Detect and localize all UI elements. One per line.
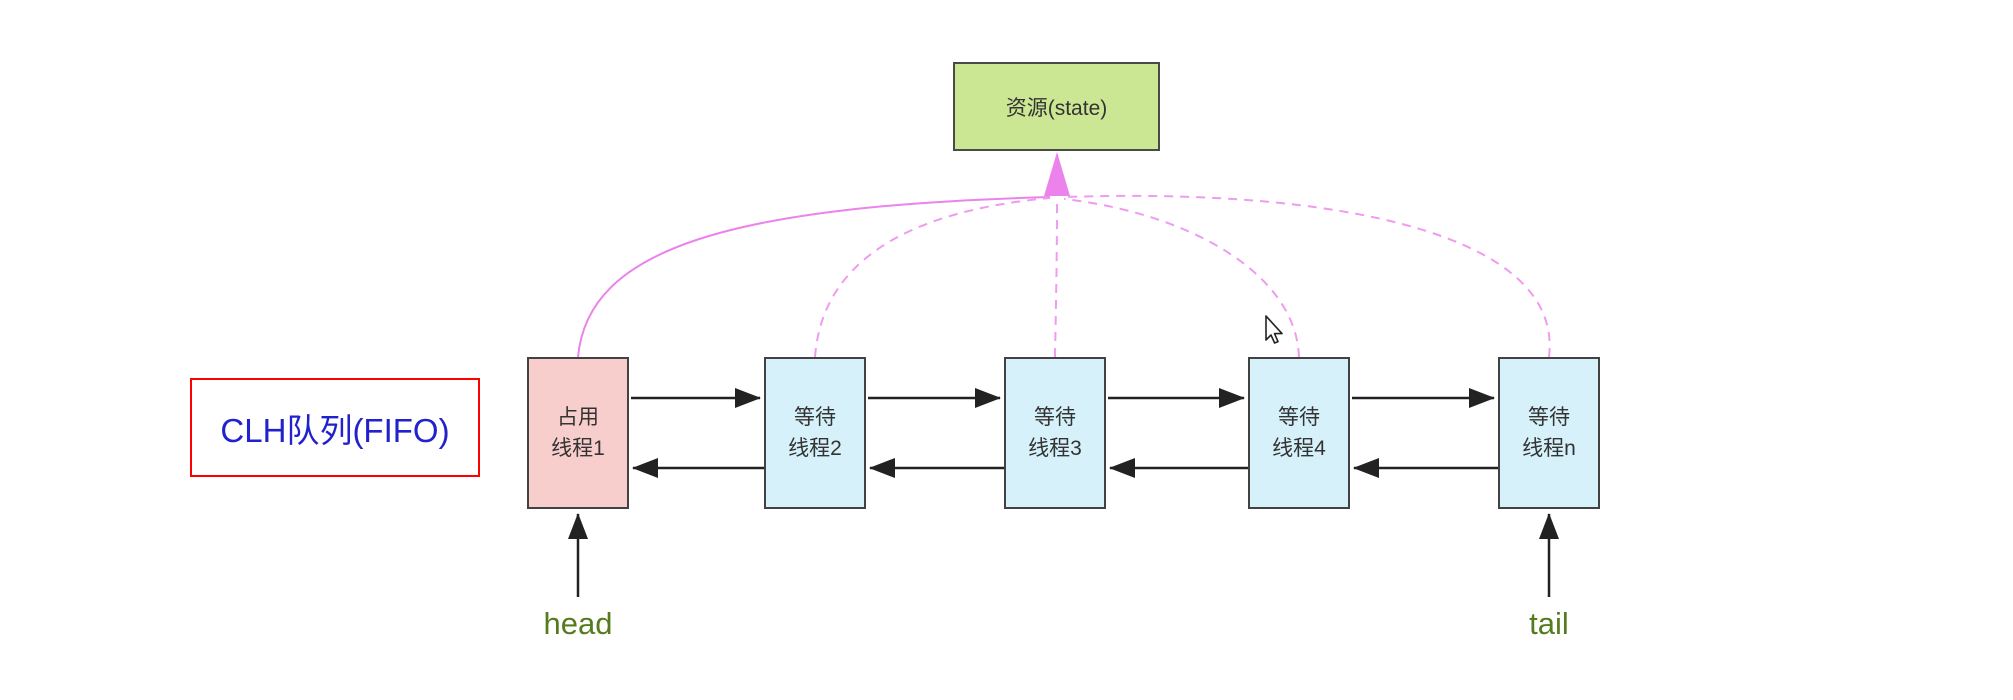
tail-pointer-label: tail <box>1529 606 1569 641</box>
head-pointer-label: head <box>543 606 613 641</box>
resource-state-box: 资源(state) <box>953 62 1160 151</box>
resource-link-node3 <box>1054 199 1058 358</box>
queue-node-waiting-thread2: 等待 线程2 <box>764 357 866 509</box>
resource-state-label: 资源(state) <box>1005 96 1108 120</box>
resource-arrowhead <box>1044 152 1070 196</box>
resource-link-node5 <box>1065 194 1551 358</box>
queue-node-waiting-threadn: 等待 线程n <box>1498 357 1600 509</box>
resource-link-node2 <box>814 197 1051 358</box>
mouse-cursor <box>1265 315 1283 344</box>
clh-queue-caption-text: CLH队列(FIFO) <box>220 411 450 449</box>
queue-node-occupying-thread1: 占用 线程1 <box>527 357 629 509</box>
resource-link-node1 <box>577 196 1051 358</box>
clh-queue-caption: CLH队列(FIFO) <box>190 378 480 477</box>
queue-node-waiting-thread3: 等待 线程3 <box>1004 357 1106 509</box>
queue-node-waiting-thread4: 等待 线程4 <box>1248 357 1350 509</box>
resource-link-node4 <box>1063 198 1300 358</box>
